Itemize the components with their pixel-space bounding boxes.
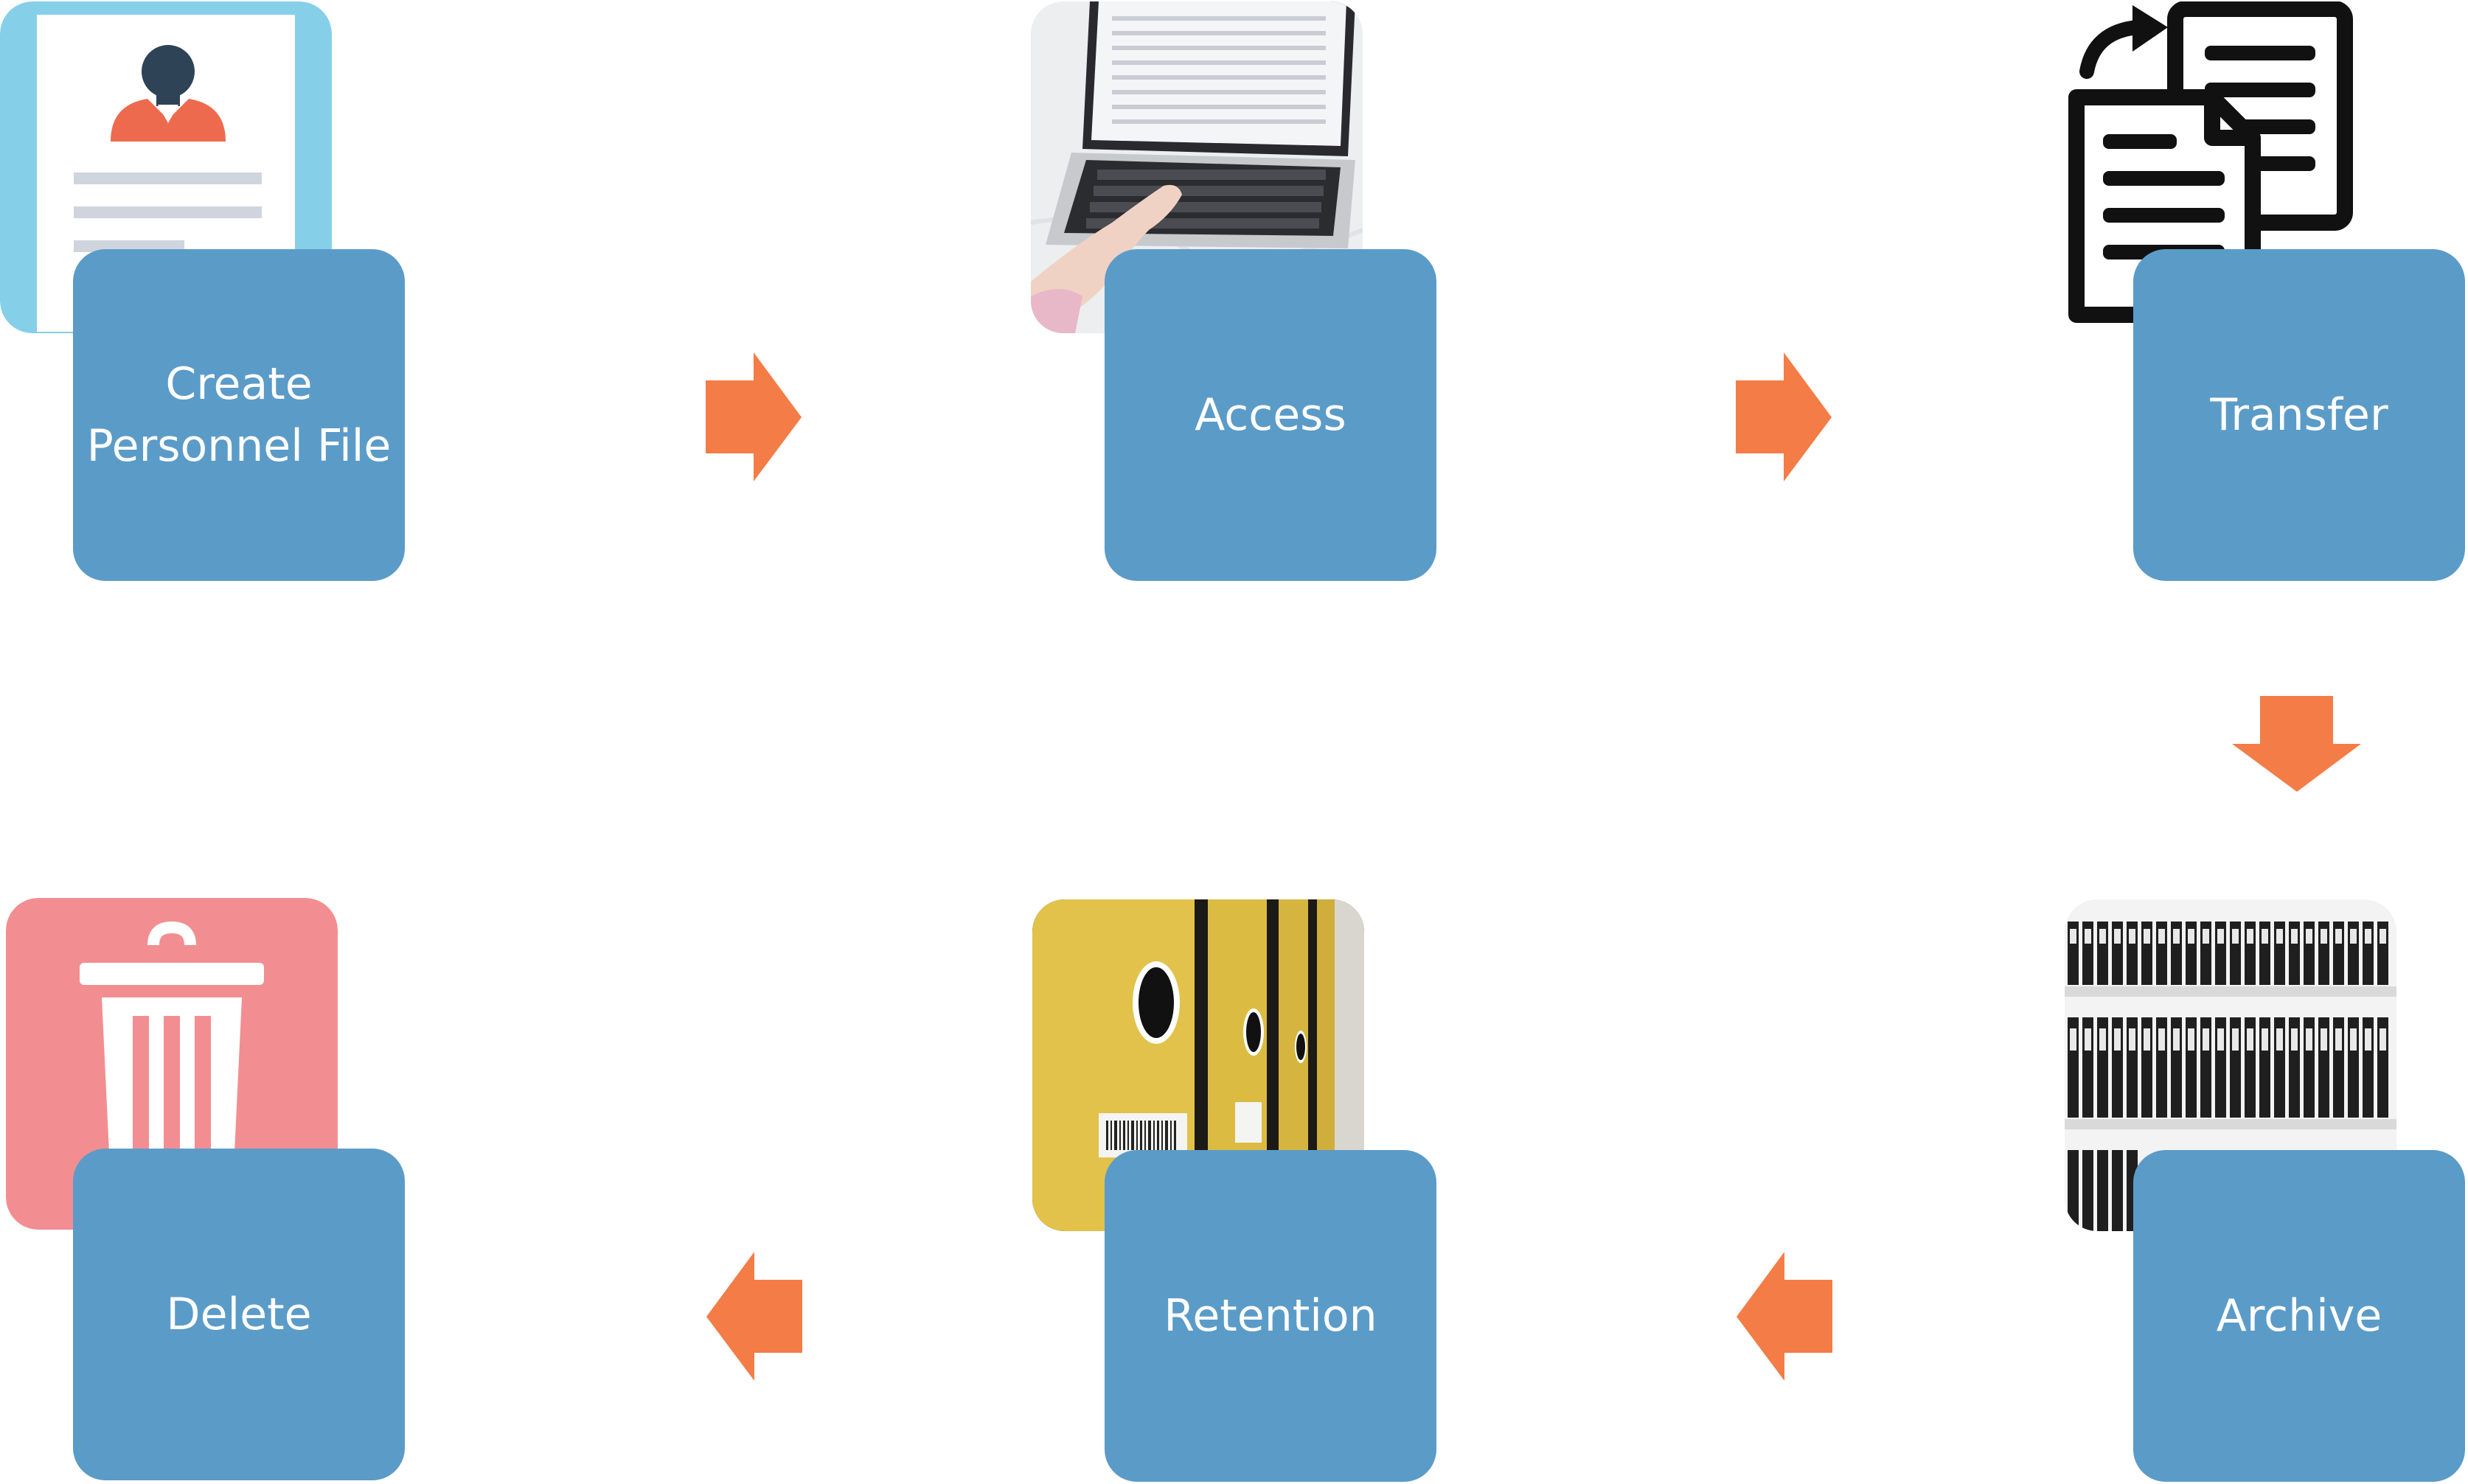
arrow-right-icon [1736, 352, 1832, 481]
step-access: Access [1105, 249, 1436, 581]
step-label: Create Personnel File [86, 358, 392, 472]
archive-shelves-photo [2065, 899, 2396, 1231]
step-retention: Retention [1105, 1150, 1436, 1482]
arrow-down-icon [2232, 696, 2361, 792]
step-transfer: Transfer [2133, 249, 2465, 581]
arrow-right-icon [706, 352, 802, 481]
step-create-personnel-file: Create Personnel File [73, 249, 405, 581]
step-label: Retention [1164, 1290, 1377, 1342]
step-label: Delete [166, 1289, 312, 1340]
arrow-left-icon [706, 1252, 802, 1381]
step-delete: Delete [73, 1149, 405, 1480]
arrow-left-icon [1737, 1252, 1832, 1381]
step-label: Archive [2216, 1290, 2382, 1342]
step-archive: Archive [2133, 1150, 2465, 1482]
step-label: Transfer [2210, 389, 2388, 441]
step-label: Access [1195, 389, 1346, 441]
